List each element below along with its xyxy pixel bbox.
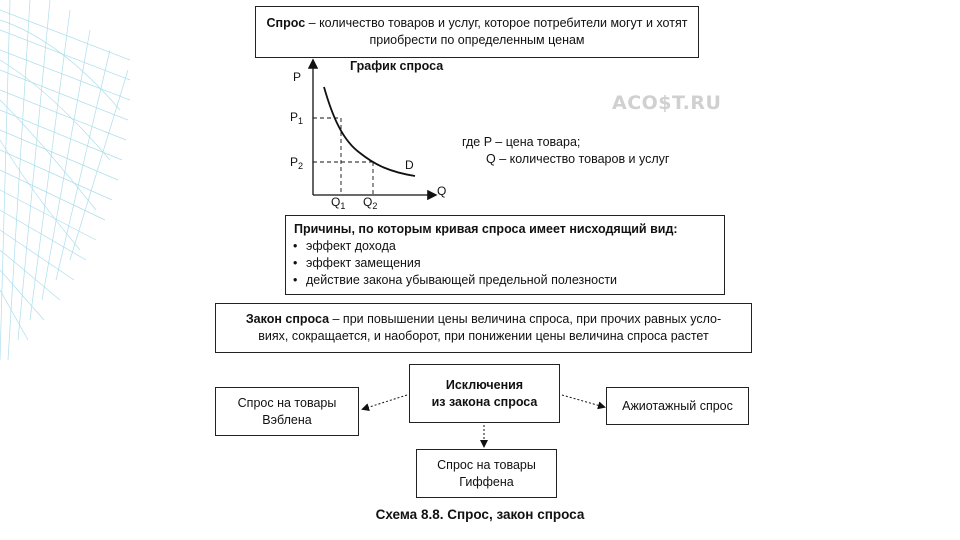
figure-caption: Схема 8.8. Спрос, закон спроса: [0, 507, 960, 522]
arrow-to-veblen: [363, 395, 407, 409]
arrow-to-rush-demand: [562, 395, 604, 407]
